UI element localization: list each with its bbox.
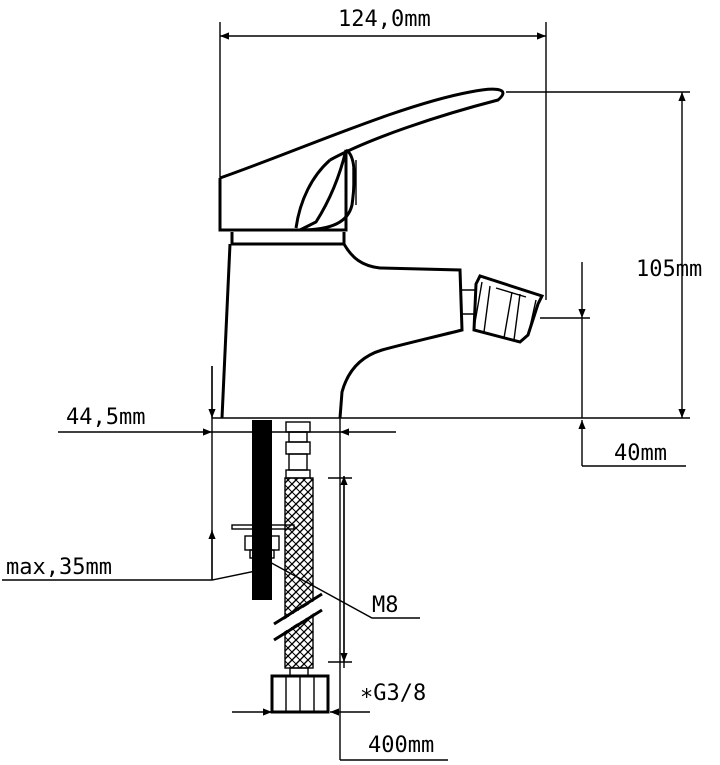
dim-max-thickness: max,35mm — [2, 366, 271, 581]
hose-length-label: 400mm — [368, 733, 434, 758]
dim-spout-height: 40mm — [540, 262, 686, 467]
spout-height-label: 40mm — [614, 441, 667, 466]
flexible-hose — [270, 421, 330, 714]
dim-hose: ∗G3/8 400mm — [232, 418, 448, 761]
mixer-body — [220, 243, 464, 419]
hose-thread-label: ∗G3/8 — [360, 681, 426, 706]
dim-width: 124,0mm — [219, 7, 547, 300]
width-label: 124,0mm — [338, 7, 431, 32]
base-offset-label: 44,5mm — [66, 405, 145, 430]
lever-handle — [218, 87, 505, 232]
height-label: 105mm — [636, 257, 702, 282]
rod-thread-label: M8 — [372, 593, 399, 618]
handle-collar — [230, 232, 346, 246]
dim-base-offset: 44,5mm — [58, 366, 396, 580]
dim-height: 105mm — [506, 91, 702, 419]
leader-m8: M8 — [265, 559, 420, 619]
max-thickness-label: max,35mm — [6, 555, 112, 580]
faucet-body — [212, 87, 585, 419]
spout-nozzle — [472, 274, 545, 344]
